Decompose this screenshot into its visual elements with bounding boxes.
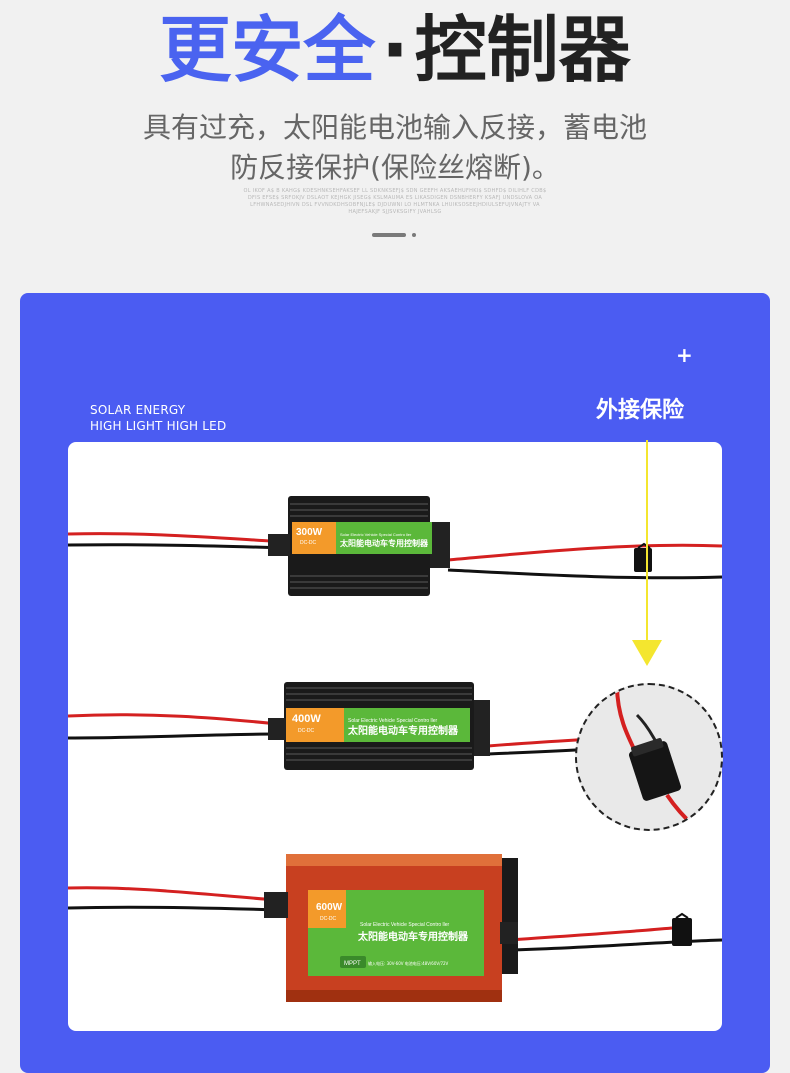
title-rest: 控制器 (414, 8, 631, 92)
title-dot: · (381, 8, 409, 92)
controller-300w: 300W DC-DC Solar Electric Vehicle Specia… (68, 496, 722, 596)
controller-300w-wattage: 300W (296, 527, 323, 538)
brand-line-2: HIGH LIGHT HIGH LED (90, 419, 227, 433)
controller-600w-cn: 太阳能电动车专用控制器 (357, 930, 469, 943)
controllers-illustration: 300W DC-DC Solar Electric Vehicle Specia… (68, 496, 722, 1002)
controller-400w-wattage: 400W (292, 713, 321, 725)
page-title: 更安全·控制器 (0, 8, 790, 92)
controller-400w: 400W DC-DC Solar Electric Vehicle Specia… (68, 682, 609, 770)
controller-600w-spec: 输入电压: 30V-60V 电池电压:48V/60V/72V (368, 960, 449, 966)
controller-300w-en: Solar Electric Vehicle Special Contro ll… (340, 532, 412, 537)
plus-icon: + (676, 343, 693, 367)
controller-300w-cn: 太阳能电动车专用控制器 (339, 538, 429, 548)
brand-text: SOLAR ENERGY HIGH LIGHT HIGH LED (90, 402, 226, 434)
controller-400w-cn: 太阳能电动车专用控制器 (347, 724, 459, 737)
pager-active-bar[interactable] (372, 233, 406, 237)
fuse-guide-line (646, 440, 648, 640)
controller-400w-mode: DC-DC (298, 728, 314, 734)
pager-dot[interactable] (412, 233, 416, 237)
subtitle: 具有过充，太阳能电池输入反接，蓄电池 防反接保护(保险丝熔断)。 (0, 108, 790, 188)
subtitle-line-1: 具有过充，太阳能电池输入反接，蓄电池 (142, 111, 647, 144)
controller-300w-mode: DC-DC (300, 540, 316, 546)
title-highlight: 更安全 (159, 8, 376, 92)
controller-600w-en: Solar Electric Vehicle Special Contro ll… (360, 922, 450, 928)
controller-600w-badge: MPPT (344, 961, 361, 967)
fine-print: OL IKOF A$ B KAHG$ KDESHNKSEHFAKSEF LL S… (243, 188, 547, 215)
controller-600w-mode: DC-DC (320, 916, 336, 922)
fuse-closeup-illustration (615, 685, 699, 829)
controller-600w-wattage: 600W (316, 902, 343, 913)
controller-600w: 600W DC-DC Solar Electric Vehicle Specia… (68, 854, 722, 1002)
brand-line-1: SOLAR ENERGY (90, 403, 186, 417)
subtitle-line-2: 防反接保护(保险丝熔断)。 (230, 151, 560, 184)
fuse-closeup (575, 683, 723, 831)
fuse-label: 外接保险 (596, 398, 685, 423)
controller-400w-en: Solar Electric Vehicle Special Contro ll… (348, 718, 438, 724)
arrow-down-icon (632, 640, 662, 666)
